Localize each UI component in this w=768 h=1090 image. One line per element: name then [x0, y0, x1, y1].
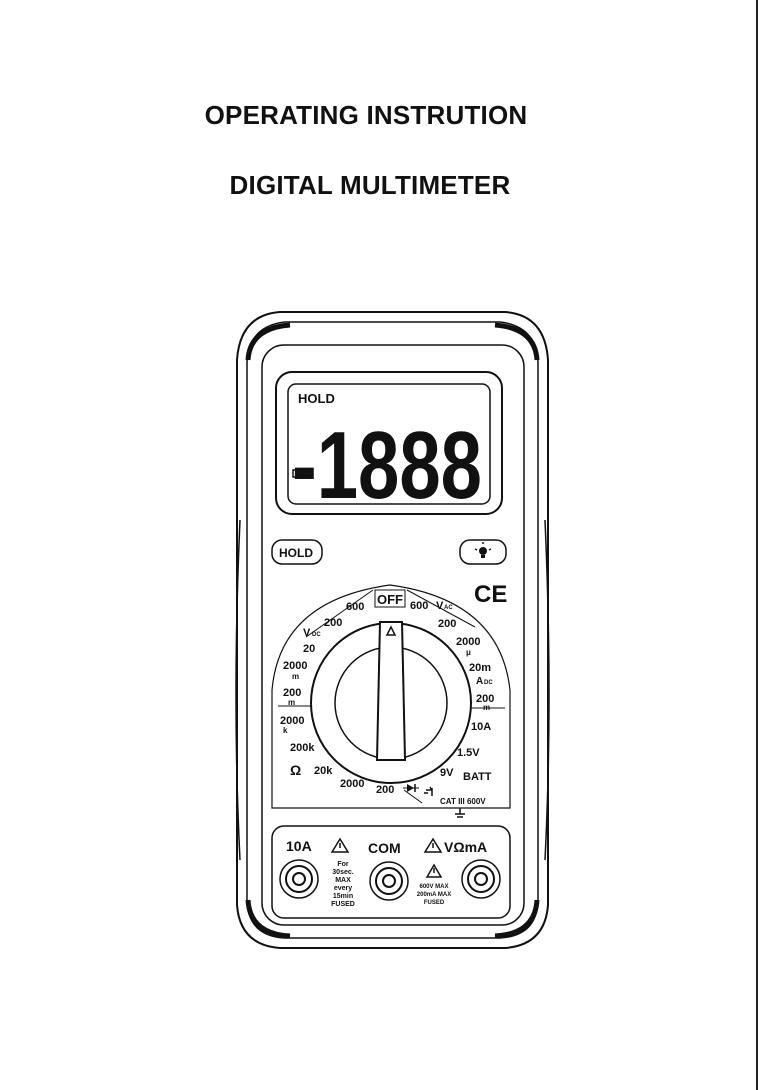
- jack-vohm-ring: [467, 865, 495, 893]
- note-10a-line: every: [334, 885, 352, 892]
- vac-label: V: [436, 600, 444, 612]
- vdc-sub: DC: [312, 632, 321, 638]
- range-vac200: 200: [438, 618, 456, 630]
- jack-com-ring: [375, 867, 403, 895]
- meter-body: [261, 344, 525, 926]
- hold-button[interactable]: [271, 539, 323, 565]
- document-subtitle: DIGITAL MULTIMETER: [229, 170, 511, 200]
- display-bezel: [275, 371, 503, 515]
- range-batt15: 1.5V: [457, 747, 480, 759]
- range-v200-left: 200: [324, 617, 342, 629]
- jack-10a-socket: [292, 872, 306, 886]
- dial-divider: [305, 589, 374, 638]
- note-vohm-line: 600V MAX: [419, 884, 448, 890]
- note-10a-line: FUSED: [331, 901, 355, 908]
- range-batt9: 9V: [440, 767, 454, 779]
- range-a10: 10A: [471, 721, 491, 733]
- jack-panel: [271, 825, 511, 919]
- dial-divider: [406, 589, 476, 628]
- left-grip: [235, 519, 241, 861]
- right-grip: [544, 519, 550, 861]
- range-batt: BATT: [463, 771, 492, 783]
- dial-divider: [403, 789, 423, 804]
- range-r2000: 2000: [340, 778, 364, 790]
- vdc-label: V: [303, 627, 311, 639]
- range-v2000m-unit: m: [292, 672, 299, 681]
- range-a200m-unit: m: [483, 703, 490, 712]
- bumper-top-right: [494, 322, 540, 361]
- note-vohm-line: FUSED: [424, 900, 445, 906]
- cat-rating: CAT III 600V: [440, 797, 486, 806]
- note-10a-line: 15min: [333, 893, 353, 900]
- dial-panel: [271, 584, 511, 809]
- range-v600-left: 600: [346, 601, 364, 613]
- range-a2000u: 2000: [456, 636, 480, 648]
- lcd-screen: [287, 383, 491, 505]
- ce-mark: CE: [474, 581, 507, 608]
- bulb-icon: [474, 542, 492, 558]
- continuity-icon: [424, 786, 433, 796]
- page-edge-line: [756, 0, 758, 1090]
- bumper-bottom-right: [494, 899, 540, 939]
- lcd-reading: -1888: [292, 412, 482, 519]
- vac-sub: AC: [444, 605, 453, 611]
- note-10a-line: For: [337, 861, 349, 868]
- warning-icon: [330, 837, 350, 853]
- range-r200k: 200k: [290, 742, 315, 754]
- jack-vohm[interactable]: [461, 859, 501, 899]
- range-a200m: 200: [476, 693, 494, 705]
- ground-icon: [455, 808, 465, 818]
- bumper-bottom-left: [245, 899, 291, 939]
- jack-com-label: COM: [368, 840, 401, 856]
- adc-sub: DC: [484, 680, 493, 686]
- jack-10a[interactable]: [279, 859, 319, 899]
- range-r2000k: 2000: [280, 715, 304, 727]
- diode-icon: [403, 784, 419, 792]
- warning-icon: [423, 837, 443, 853]
- jack-vohm-label: VΩmA: [444, 839, 487, 855]
- range-vac600: 600: [410, 600, 428, 612]
- range-a2000u-unit: μ: [466, 648, 471, 657]
- ohm-symbol: Ω: [290, 762, 301, 778]
- range-v20: 20: [303, 643, 315, 655]
- jack-vohm-socket: [474, 872, 488, 886]
- off-box: [374, 589, 406, 608]
- range-r200: 200: [376, 784, 394, 796]
- range-v200m-unit: m: [288, 698, 295, 707]
- meter-holster: [236, 311, 549, 949]
- warning-icon: [425, 863, 443, 878]
- range-r20k: 20k: [314, 765, 333, 777]
- note-10a-line: 30sec.: [332, 869, 353, 876]
- note-10a-line: MAX: [335, 877, 351, 884]
- hold-indicator: HOLD: [298, 391, 335, 406]
- jack-com-socket: [382, 874, 396, 888]
- range-v200m: 200: [283, 687, 301, 699]
- range-a20m: 20m: [469, 662, 491, 674]
- document-title: OPERATING INSTRUTION: [204, 100, 528, 130]
- hold-button-label: HOLD: [279, 546, 313, 560]
- bumper-top-left: [245, 322, 291, 361]
- battery-icon: [292, 469, 308, 478]
- dial-pointer-icon: [385, 625, 397, 636]
- backlight-button[interactable]: [459, 539, 507, 565]
- jack-10a-label: 10A: [286, 838, 312, 854]
- jack-10a-ring: [285, 865, 313, 893]
- jack-com[interactable]: [369, 861, 409, 901]
- range-v2000m: 2000: [283, 660, 307, 672]
- note-vohm-line: 200mA MAX: [417, 892, 451, 898]
- range-r2000k-unit: k: [283, 726, 288, 735]
- dial-off: OFF: [377, 592, 403, 607]
- dial-knob[interactable]: [375, 621, 407, 761]
- adc-label: A: [476, 676, 483, 687]
